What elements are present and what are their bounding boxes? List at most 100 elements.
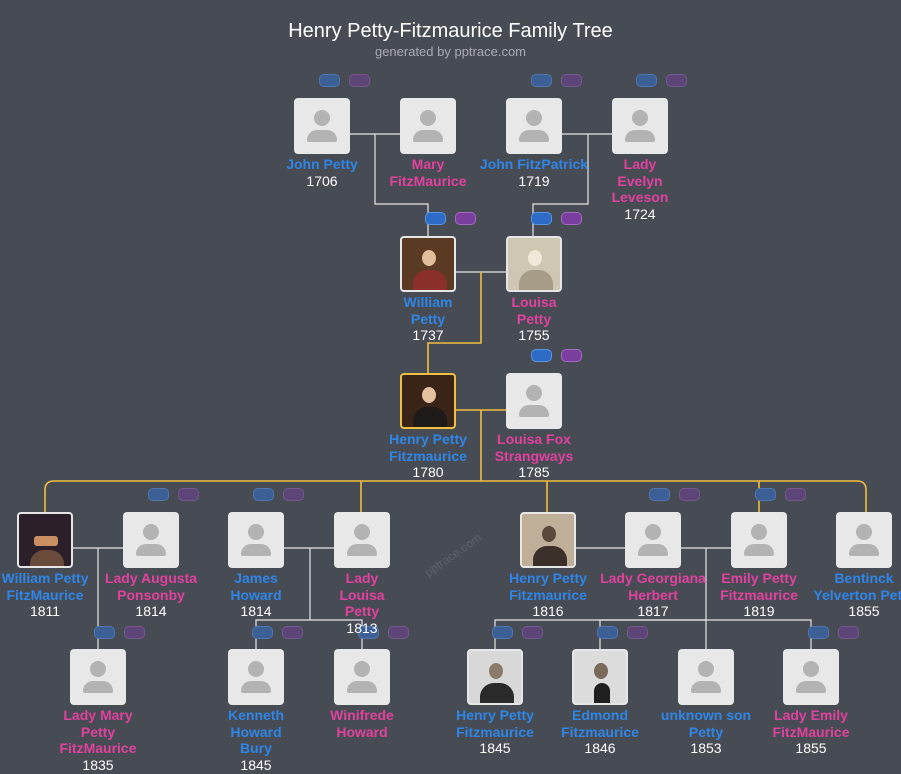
person-name: unknown son Petty: [660, 707, 752, 740]
expand-mother-button[interactable]: [124, 626, 145, 639]
person-card[interactable]: Lady Evelyn Leveson 1724: [584, 98, 696, 222]
avatar-placeholder-icon: [400, 98, 456, 154]
expand-father-button[interactable]: [649, 488, 670, 501]
expand-mother-button[interactable]: [666, 74, 687, 87]
person-name: Bentinck Yelverton Petty: [813, 570, 901, 603]
expand-father-button[interactable]: [531, 212, 552, 225]
avatar-placeholder-icon: [678, 649, 734, 705]
person-birth-year: 1835: [82, 756, 114, 773]
person-card[interactable]: William Petty FitzMaurice 1811: [0, 512, 101, 619]
avatar-placeholder-icon: [731, 512, 787, 568]
expand-father-button[interactable]: [531, 74, 552, 87]
person-card[interactable]: Kenneth Howard Bury 1845: [200, 649, 312, 773]
expand-father-button[interactable]: [358, 626, 379, 639]
avatar-placeholder-icon: [228, 649, 284, 705]
expand-mother-button[interactable]: [282, 626, 303, 639]
expand-father-button[interactable]: [636, 74, 657, 87]
expand-father-button[interactable]: [425, 212, 446, 225]
avatar-placeholder-icon: [228, 512, 284, 568]
person-name: Louisa Fox Strangways: [494, 431, 574, 464]
expand-mother-button[interactable]: [785, 488, 806, 501]
person-name: William Petty: [403, 294, 453, 327]
expand-mother-button[interactable]: [561, 74, 582, 87]
expand-mother-button[interactable]: [522, 626, 543, 639]
person-card[interactable]: Emily Petty Fitzmaurice 1819: [703, 512, 815, 619]
person-card[interactable]: John FitzPatrick 1719: [478, 98, 590, 189]
person-name: Lady Georgiana Herbert: [600, 570, 706, 603]
person-card[interactable]: Lady Emily FitzMaurice 1855: [755, 649, 867, 756]
portrait-photo: [467, 649, 523, 705]
person-birth-year: 1719: [518, 172, 550, 189]
expand-father-button[interactable]: [253, 488, 274, 501]
person-card[interactable]: Edmond Fitzmaurice 1846: [544, 649, 656, 756]
portrait-photo: [572, 649, 628, 705]
person-birth-year: 1853: [690, 740, 722, 756]
portrait-photo: [17, 512, 73, 568]
person-birth-year: 1845: [479, 740, 511, 756]
expand-mother-button[interactable]: [561, 212, 582, 225]
expand-father-button[interactable]: [319, 74, 340, 87]
person-name: Lady Augusta Ponsonby: [104, 570, 198, 603]
expand-father-button[interactable]: [94, 626, 115, 639]
person-birth-year: 1817: [637, 603, 669, 619]
person-card[interactable]: Winifrede Howard: [306, 649, 418, 740]
person-birth-year: 1780: [412, 464, 444, 480]
person-birth-year: 1737: [412, 327, 444, 343]
expand-father-button[interactable]: [148, 488, 169, 501]
person-card[interactable]: William Petty 1737: [372, 236, 484, 343]
person-name: John FitzPatrick: [479, 156, 589, 172]
person-birth-year: 1755: [518, 327, 550, 343]
person-card[interactable]: Louisa Fox Strangways 1785: [478, 373, 590, 480]
person-card[interactable]: Mary FitzMaurice: [372, 98, 484, 189]
person-card[interactable]: Bentinck Yelverton Petty 1855: [808, 512, 901, 619]
avatar-placeholder-icon: [783, 649, 839, 705]
expand-mother-button[interactable]: [349, 74, 370, 87]
expand-father-button[interactable]: [531, 349, 552, 362]
expand-mother-button[interactable]: [838, 626, 859, 639]
avatar-placeholder-icon: [506, 373, 562, 429]
person-name: Henry Petty Fitzmaurice: [456, 707, 534, 740]
expand-mother-button[interactable]: [283, 488, 304, 501]
expand-father-button[interactable]: [597, 626, 618, 639]
person-birth-year: 1816: [532, 603, 564, 619]
expand-mother-button[interactable]: [388, 626, 409, 639]
person-card[interactable]: Henry Petty Fitzmaurice 1816: [492, 512, 604, 619]
portrait-photo: [400, 373, 456, 429]
person-birth-year: 1814: [135, 603, 167, 619]
person-birth-year: 1724: [624, 205, 656, 222]
person-card[interactable]: Lady Georgiana Herbert 1817: [597, 512, 709, 619]
person-birth-year: 1819: [743, 603, 775, 619]
page-title: Henry Petty-Fitzmaurice Family Tree: [288, 20, 613, 42]
person-card[interactable]: Lady Mary Petty FitzMaurice 1835: [42, 649, 154, 773]
person-card[interactable]: Lady Augusta Ponsonby 1814: [95, 512, 207, 619]
expand-mother-button[interactable]: [679, 488, 700, 501]
expand-father-button[interactable]: [252, 626, 273, 639]
person-name: Lady Emily FitzMaurice: [772, 707, 850, 740]
person-name: Lady Louisa Petty: [339, 570, 385, 619]
person-name: William Petty FitzMaurice: [1, 570, 89, 603]
person-card[interactable]: Henry Petty Fitzmaurice 1845: [439, 649, 551, 756]
expand-mother-button[interactable]: [178, 488, 199, 501]
avatar-placeholder-icon: [506, 98, 562, 154]
expand-mother-button[interactable]: [561, 349, 582, 362]
person-card[interactable]: James Howard 1814: [200, 512, 312, 619]
portrait-photo: [520, 512, 576, 568]
person-card[interactable]: Lady Louisa Petty 1813: [306, 512, 418, 636]
person-card[interactable]: Henry Petty Fitzmaurice 1780: [372, 373, 484, 480]
person-name: Edmond Fitzmaurice: [561, 707, 639, 740]
expand-mother-button[interactable]: [627, 626, 648, 639]
person-birth-year: 1845: [240, 756, 272, 773]
person-card[interactable]: unknown son Petty 1853: [650, 649, 762, 756]
person-name: Winifrede Howard: [330, 707, 394, 740]
expand-father-button[interactable]: [808, 626, 829, 639]
person-name: Kenneth Howard Bury: [228, 707, 284, 756]
person-birth-year: 1813: [346, 619, 378, 636]
expand-father-button[interactable]: [755, 488, 776, 501]
avatar-placeholder-icon: [612, 98, 668, 154]
person-card[interactable]: Louisa Petty 1755: [478, 236, 590, 343]
person-card[interactable]: John Petty 1706: [266, 98, 378, 189]
person-name: James Howard: [230, 570, 282, 603]
page-subtitle: generated by pptrace.com: [374, 44, 527, 59]
expand-father-button[interactable]: [492, 626, 513, 639]
expand-mother-button[interactable]: [455, 212, 476, 225]
